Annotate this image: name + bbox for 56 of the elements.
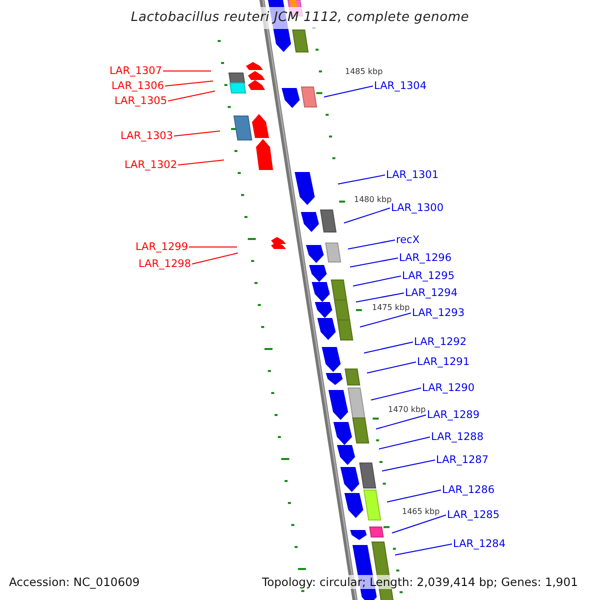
leader-line	[344, 208, 390, 224]
gene-label: LAR_1299	[135, 241, 188, 253]
leader-line	[366, 362, 416, 374]
gene-label: LAR_1286	[442, 484, 495, 496]
leader-line	[386, 490, 442, 502]
leader-line	[370, 388, 422, 400]
leader-line	[360, 312, 412, 328]
leader-line	[356, 292, 404, 302]
leader-line	[364, 342, 414, 354]
title: Lactobacillus reuteri JCM 1112, complete genome	[130, 10, 470, 25]
leader-line	[394, 544, 452, 556]
gene-label: LAR_1305	[114, 95, 167, 107]
genome-info: Topology: circular; Length: 2,039,414 bp; Genes: 1,901	[262, 575, 578, 589]
leader-line	[378, 436, 430, 450]
leader-line	[348, 240, 396, 250]
scale-label: 1480 kbp	[354, 195, 392, 205]
gene-label: LAR_1304	[374, 80, 427, 92]
gene-label: LAR_1288	[431, 431, 484, 443]
gene-label: LAR_1293	[412, 307, 465, 319]
gene-label: LAR_1296	[399, 252, 452, 264]
leader-line	[164, 80, 214, 86]
gene-label: LAR_1303	[120, 130, 173, 142]
gene-label: LAR_1285	[447, 509, 500, 521]
gene-label: LAR_1302	[124, 159, 177, 171]
gene-label: recX	[396, 234, 420, 246]
gene-label: LAR_1298	[138, 258, 191, 270]
gene-label: LAR_1291	[417, 356, 470, 368]
gene-label: LAR_1294	[405, 287, 458, 299]
gene-label: LAR_1301	[386, 169, 439, 181]
gene-label: LAR_1287	[436, 454, 489, 466]
leader-line	[350, 258, 398, 268]
leader-line	[168, 90, 216, 102]
scale-label: 1465 kbp	[402, 506, 440, 516]
gene-label: LAR_1290	[422, 382, 475, 394]
leader-line	[174, 130, 220, 136]
leader-line	[162, 70, 212, 72]
leader-line	[376, 414, 426, 430]
leader-line	[192, 252, 238, 264]
leader-line	[338, 174, 386, 184]
gene-label: LAR_1292	[414, 336, 467, 348]
scale-label: 1475 kbp	[372, 302, 410, 312]
gene-label: LAR_1307	[109, 65, 162, 77]
gene-label: LAR_1284	[453, 538, 506, 550]
gene-label: LAR_1300	[391, 202, 444, 214]
leader-line	[178, 160, 224, 166]
leader-line	[392, 514, 446, 534]
gene-label: LAR_1306	[111, 80, 164, 92]
genome-info: Accession: NC_010609	[9, 575, 140, 589]
gene-label: LAR_1289	[427, 409, 480, 421]
scale-label: 1485 kbp	[345, 67, 383, 77]
leader-line	[188, 246, 238, 248]
leader-line	[382, 460, 436, 472]
leader-line	[324, 86, 374, 98]
scale-label: 1470 kbp	[388, 405, 426, 415]
gene-label: LAR_1295	[402, 270, 455, 282]
leader-line	[352, 276, 402, 286]
